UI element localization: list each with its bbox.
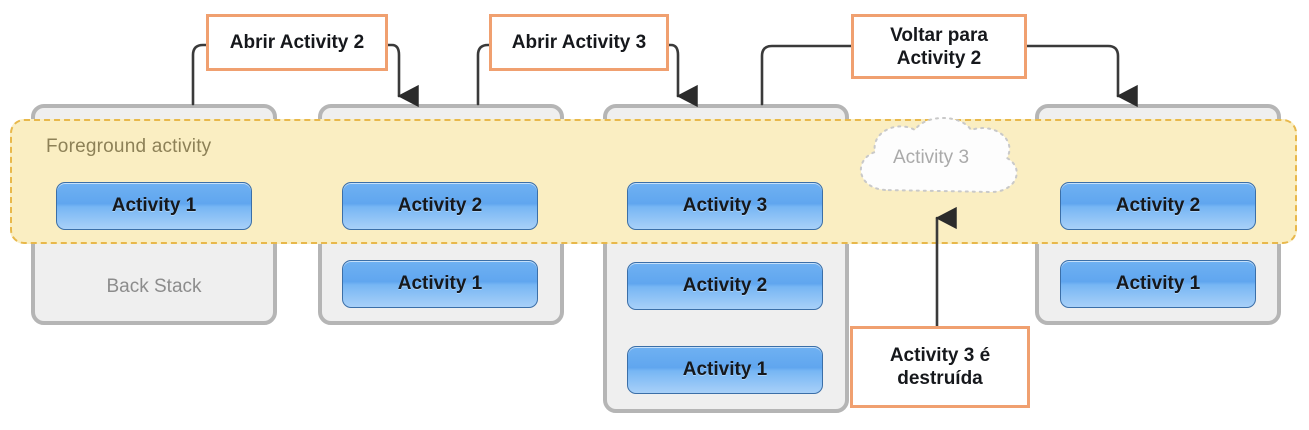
callout-activity-3-destroyed-label: Activity 3 é destruída (889, 345, 991, 389)
activity-chip[interactable]: Activity 2 (1060, 182, 1256, 230)
activity-chip[interactable]: Activity 3 (627, 182, 823, 230)
activity-chip[interactable]: Activity 1 (342, 260, 538, 308)
activity-chip[interactable]: Activity 2 (342, 182, 538, 230)
activity-chip[interactable]: Activity 1 (627, 346, 823, 394)
foreground-activity-label: Foreground activity (46, 136, 212, 157)
activity-chip-label: Activity 1 (682, 359, 768, 380)
activity-chip-label: Activity 1 (1115, 273, 1201, 294)
activity-chip-label: Activity 1 (111, 195, 197, 216)
callout-open-activity-3[interactable]: Abrir Activity 3 (489, 14, 669, 71)
arrow-callout3-to-stack4 (1023, 44, 1138, 108)
connector-stack1-to-callout1 (191, 43, 208, 106)
destroyed-activity-cloud-label: Activity 3 (893, 147, 970, 168)
callout-activity-3-destroyed[interactable]: Activity 3 é destruída (850, 326, 1030, 408)
callout-back-to-activity-2-label: Voltar para Activity 2 (890, 24, 988, 69)
callout-open-activity-3-label: Abrir Activity 3 (511, 32, 647, 53)
callout-open-activity-2-label: Abrir Activity 2 (229, 32, 365, 53)
callout-open-activity-2[interactable]: Abrir Activity 2 (206, 14, 388, 71)
activity-chip-label: Activity 3 (682, 195, 768, 216)
connector-stack3-to-callout3 (760, 44, 855, 106)
back-stack-label: Back Stack (106, 276, 202, 297)
activity-chip[interactable]: Activity 1 (1060, 260, 1256, 308)
activity-chip-label: Activity 1 (397, 273, 483, 294)
activity-chip-label: Activity 2 (682, 275, 768, 296)
activity-chip[interactable]: Activity 2 (627, 262, 823, 310)
destroyed-activity-cloud (845, 112, 1030, 222)
callout-back-to-activity-2[interactable]: Voltar para Activity 2 (851, 14, 1027, 79)
activity-chip-label: Activity 2 (397, 195, 483, 216)
arrow-callout1-to-stack2 (386, 43, 419, 108)
activity-chip[interactable]: Activity 1 (56, 182, 252, 230)
activity-chip-label: Activity 2 (1115, 195, 1201, 216)
